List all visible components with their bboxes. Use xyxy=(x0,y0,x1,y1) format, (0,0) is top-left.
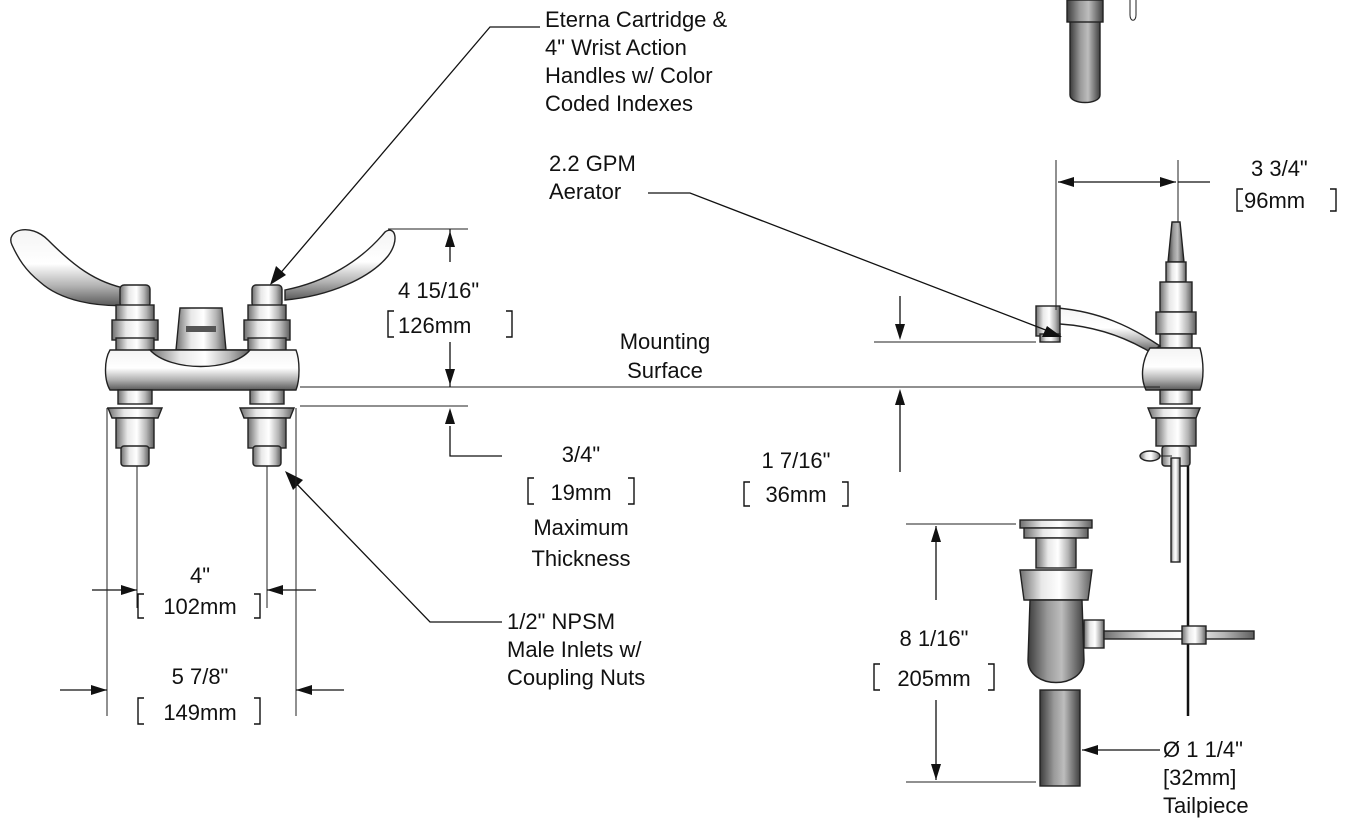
overall-width-inches: 5 7/8" xyxy=(172,664,229,689)
aerator-callout: 2.2 GPM Aerator xyxy=(549,151,636,204)
center-spacing-inches: 4" xyxy=(190,563,210,588)
spout-reach-mm: 96mm xyxy=(1244,188,1305,213)
aerator-label-line-2: Aerator xyxy=(549,179,621,204)
thickness-inches: 3/4" xyxy=(562,442,600,467)
cartridge-label-line-4: Coded Indexes xyxy=(545,91,693,116)
tailpiece-label-line-1: Ø 1 1/4" xyxy=(1163,737,1243,762)
mounting-label-line-2: Surface xyxy=(627,358,703,383)
tailpiece-label-line-2: [32mm] xyxy=(1163,765,1236,790)
faucet-side-view xyxy=(1035,0,1204,716)
height-mm: 126mm xyxy=(398,313,471,338)
dimension-lines xyxy=(60,160,1210,783)
spout-height-mm: 36mm xyxy=(765,482,826,507)
leader-lines xyxy=(270,26,1062,623)
height-inches: 4 15/16" xyxy=(398,278,479,303)
mounting-label-line-1: Mounting xyxy=(620,329,711,354)
cartridge-callout: Eterna Cartridge & 4" Wrist Action Handl… xyxy=(545,7,728,116)
spout-height-inches: 1 7/16" xyxy=(762,448,831,473)
inlets-label-line-3: Coupling Nuts xyxy=(507,665,645,690)
mounting-surface-label: Mounting Surface xyxy=(620,329,711,383)
tailpiece-callout: Ø 1 1/4" [32mm] Tailpiece xyxy=(1163,737,1249,818)
inlets-label-line-1: 1/2" NPSM xyxy=(507,609,615,634)
cartridge-label-line-3: Handles w/ Color xyxy=(545,63,713,88)
center-spacing-mm: 102mm xyxy=(163,594,236,619)
inlets-label-line-2: Male Inlets w/ xyxy=(507,637,642,662)
drain-length-inches: 8 1/16" xyxy=(900,626,969,651)
cartridge-label-line-1: Eterna Cartridge & xyxy=(545,7,728,32)
thickness-note-line-2: Thickness xyxy=(531,546,630,571)
drain-length-mm: 205mm xyxy=(897,666,970,691)
faucet-front-view xyxy=(10,229,396,467)
cartridge-label-line-2: 4" Wrist Action xyxy=(545,35,687,60)
aerator-label-line-1: 2.2 GPM xyxy=(549,151,636,176)
tailpiece-label-line-3: Tailpiece xyxy=(1163,793,1249,818)
thickness-mm: 19mm xyxy=(550,480,611,505)
mm-brackets xyxy=(137,188,1337,725)
overall-width-mm: 149mm xyxy=(163,700,236,725)
inlets-callout: 1/2" NPSM Male Inlets w/ Coupling Nuts xyxy=(507,609,645,690)
thickness-note-line-1: Maximum xyxy=(533,515,628,540)
spout-reach-inches: 3 3/4" xyxy=(1251,156,1308,181)
pop-up-drain xyxy=(1019,519,1255,787)
